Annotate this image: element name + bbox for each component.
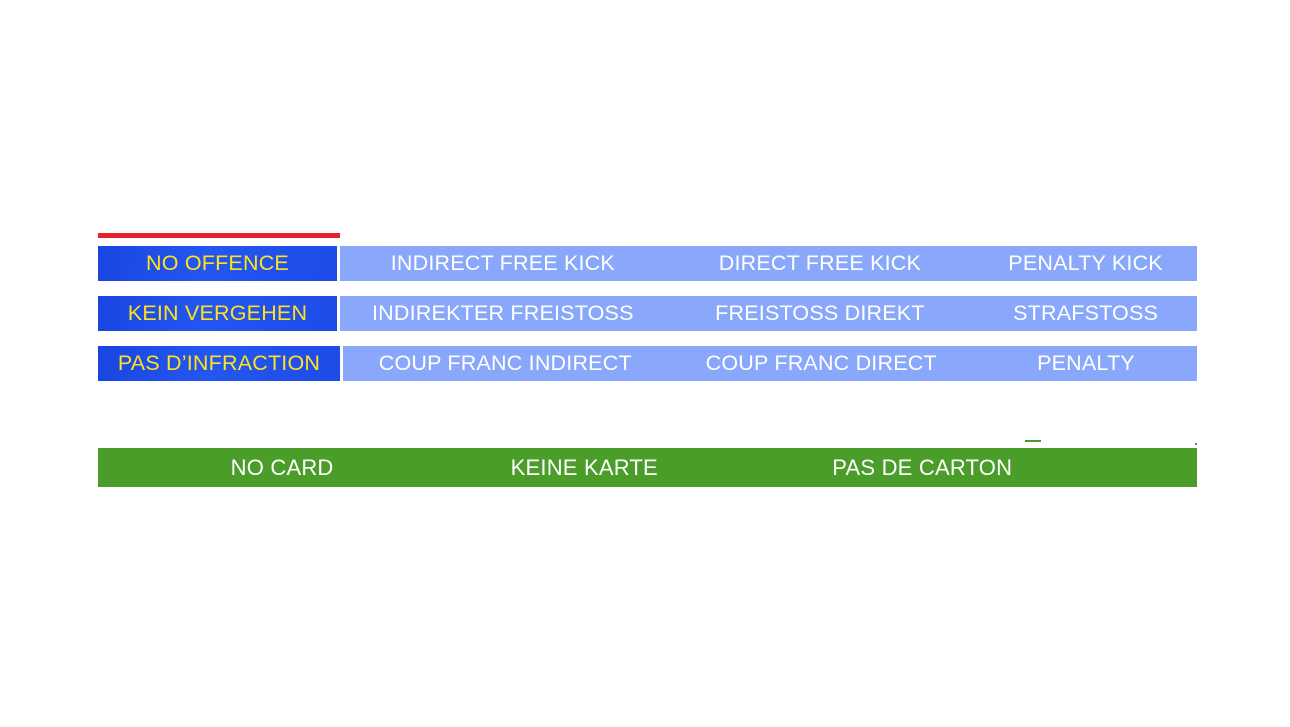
option-label: INDIREKTER FREISTOSS (372, 300, 634, 325)
no-card-bar: NO CARD KEINE KARTE PAS DE CARTON (98, 448, 1197, 487)
offence-options-german: INDIREKTER FREISTOSS FREISTOSS DIREKT ST… (340, 296, 1197, 331)
green-dot-mark (1195, 443, 1197, 445)
option-penalty-kick-english[interactable]: PENALTY KICK (974, 246, 1197, 281)
option-indirect-free-kick-english[interactable]: INDIRECT FREE KICK (340, 246, 666, 281)
option-penalty-kick-german[interactable]: STRAFSTOSS (974, 296, 1197, 331)
option-indirect-free-kick-french[interactable]: COUP FRANC INDIRECT (343, 346, 668, 381)
option-penalty-kick-french[interactable]: PENALTY (975, 346, 1197, 381)
no-card-label-german: KEINE KARTE (510, 454, 658, 480)
option-indirect-free-kick-german[interactable]: INDIREKTER FREISTOSS (340, 296, 666, 331)
green-dash-mark (1025, 440, 1041, 442)
option-label: COUP FRANC DIRECT (705, 350, 937, 375)
offence-row-english: NO OFFENCE INDIRECT FREE KICK DIRECT FRE… (98, 246, 1197, 281)
option-label: STRAFSTOSS (1013, 300, 1159, 325)
no-offence-cell-english[interactable]: NO OFFENCE (98, 246, 337, 281)
option-direct-free-kick-english[interactable]: DIRECT FREE KICK (666, 246, 975, 281)
no-card-label-french: PAS DE CARTON (832, 454, 1013, 480)
option-label: PENALTY (1037, 350, 1135, 375)
no-offence-label-english: NO OFFENCE (146, 250, 289, 275)
no-offence-cell-german[interactable]: KEIN VERGEHEN (98, 296, 337, 331)
no-card-cell-english[interactable]: NO CARD (131, 448, 433, 487)
option-direct-free-kick-french[interactable]: COUP FRANC DIRECT (668, 346, 975, 381)
option-label: FREISTOSS DIREKT (715, 300, 925, 325)
option-label: COUP FRANC INDIRECT (378, 350, 632, 375)
option-label: INDIRECT FREE KICK (390, 250, 615, 275)
no-card-cell-french[interactable]: PAS DE CARTON (735, 448, 1109, 487)
no-card-label-english: NO CARD (230, 454, 334, 480)
offence-row-german: KEIN VERGEHEN INDIREKTER FREISTOSS FREIS… (98, 296, 1197, 331)
no-offence-label-german: KEIN VERGEHEN (127, 300, 308, 325)
option-direct-free-kick-german[interactable]: FREISTOSS DIREKT (666, 296, 975, 331)
offence-options-french: COUP FRANC INDIRECT COUP FRANC DIRECT PE… (343, 346, 1197, 381)
no-offence-cell-french[interactable]: PAS D’INFRACTION (98, 346, 340, 381)
offence-row-french: PAS D’INFRACTION COUP FRANC INDIRECT COU… (98, 346, 1197, 381)
option-label: DIRECT FREE KICK (718, 250, 922, 275)
red-accent-rule (98, 233, 340, 238)
option-label: PENALTY KICK (1008, 250, 1163, 275)
no-offence-label-french: PAS D’INFRACTION (117, 350, 321, 375)
offence-options-english: INDIRECT FREE KICK DIRECT FREE KICK PENA… (340, 246, 1197, 281)
no-card-cell-german[interactable]: KEINE KARTE (433, 448, 735, 487)
